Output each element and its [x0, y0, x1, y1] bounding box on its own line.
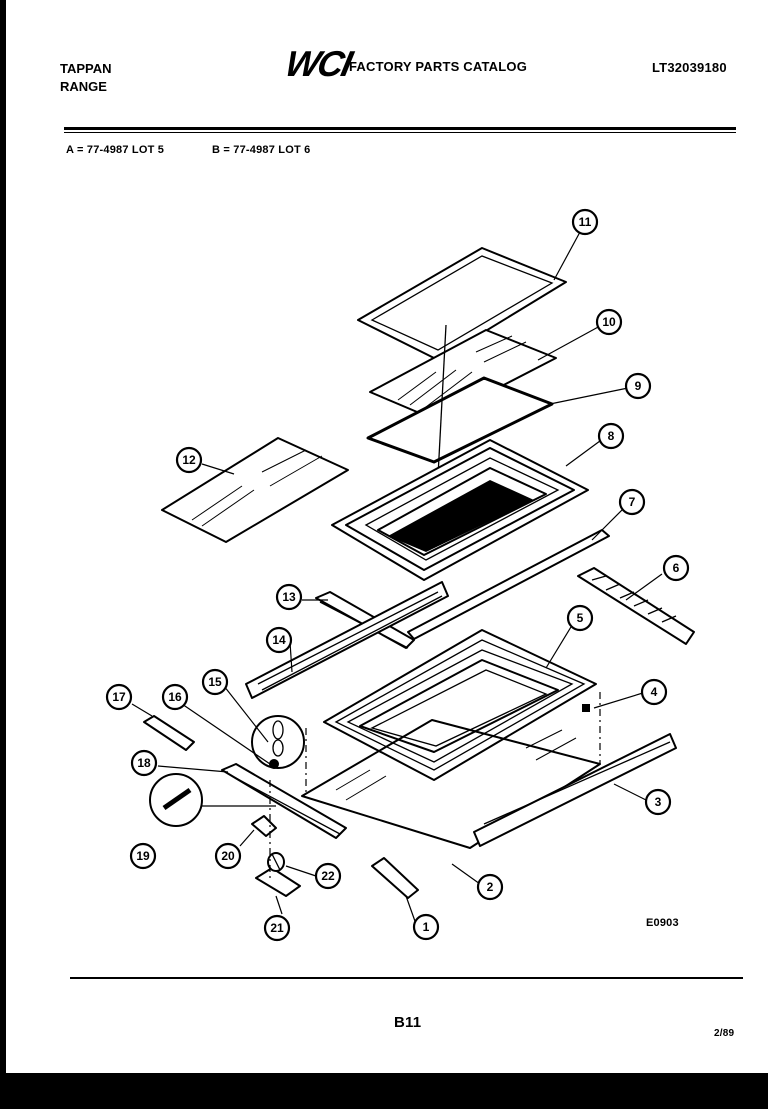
- callout-9: 9: [624, 372, 652, 400]
- part-22-roller: [267, 852, 285, 872]
- catalog-page: TAPPAN RANGE WCI FACTORY PARTS CATALOG L…: [6, 0, 768, 1073]
- part-14-trim: [245, 581, 449, 699]
- part-12-glass: [161, 437, 349, 543]
- svg-text:8: 8: [608, 429, 615, 443]
- svg-text:22: 22: [321, 869, 335, 883]
- svg-text:14: 14: [272, 633, 286, 647]
- svg-text:1: 1: [423, 920, 430, 934]
- callout-5: 5: [566, 604, 594, 632]
- callout-19: 19: [129, 842, 157, 870]
- svg-text:11: 11: [579, 215, 592, 229]
- part-20-block: [251, 815, 277, 837]
- page-number: B11: [394, 1014, 422, 1031]
- callout-7: 7: [618, 488, 646, 516]
- callout-2: 2: [476, 873, 504, 901]
- model-a-label: A = 77-4987 LOT 5: [66, 144, 165, 156]
- part-4-clip: [582, 704, 590, 712]
- part-11-frame: [357, 247, 567, 361]
- svg-text:18: 18: [137, 756, 151, 770]
- svg-text:3: 3: [655, 795, 662, 809]
- callout-11: 11: [571, 208, 599, 236]
- callout-12: 12: [175, 446, 203, 474]
- svg-text:4: 4: [651, 685, 658, 699]
- svg-text:20: 20: [221, 849, 235, 863]
- callout-15: 15: [201, 668, 229, 696]
- part-19-detail: [149, 773, 276, 827]
- callout-16: 16: [161, 683, 189, 711]
- door-liner: [301, 692, 601, 849]
- svg-text:2: 2: [487, 880, 494, 894]
- drawing-code: E0903: [646, 917, 679, 929]
- svg-text:5: 5: [577, 611, 584, 625]
- callout-10: 10: [595, 308, 623, 336]
- svg-text:7: 7: [629, 495, 636, 509]
- header-rule-thin: [64, 132, 736, 133]
- callout-6: 6: [662, 554, 690, 582]
- leader-lines: [131, 231, 663, 925]
- callout-17: 17: [105, 683, 133, 711]
- part-17-bracket: [143, 715, 195, 751]
- part-7-rod: [407, 529, 610, 640]
- brand-block: TAPPAN RANGE: [60, 60, 112, 96]
- svg-text:21: 21: [270, 921, 284, 935]
- callout-22: 22: [314, 862, 342, 890]
- svg-text:16: 16: [168, 690, 182, 704]
- callout-1: 1: [412, 913, 440, 941]
- part-1-bracket: [371, 857, 419, 899]
- catalog-number: LT32039180: [652, 60, 727, 75]
- product-type: RANGE: [60, 79, 107, 94]
- model-b-label: B = 77-4987 LOT 6: [212, 144, 311, 156]
- callout-8: 8: [597, 422, 625, 450]
- part-8-door-panel: [331, 439, 589, 581]
- brand-name: TAPPAN: [60, 61, 112, 76]
- svg-text:17: 17: [112, 690, 126, 704]
- callout-14: 14: [265, 626, 293, 654]
- header-rule: [64, 127, 736, 130]
- part-15-spring: [251, 715, 305, 769]
- exploded-parts-diagram: 1 2 3 4 5 6 7 8: [105, 208, 695, 942]
- part-6-hinge-bar: [577, 567, 695, 645]
- footer-rule: [70, 977, 743, 979]
- svg-text:15: 15: [208, 675, 222, 689]
- part-3-bottom-trim: [473, 733, 677, 847]
- part-21-plate: [255, 867, 301, 897]
- callout-4: 4: [640, 678, 668, 706]
- svg-text:6: 6: [673, 561, 680, 575]
- svg-text:13: 13: [282, 590, 296, 604]
- callout-18: 18: [130, 749, 158, 777]
- svg-text:9: 9: [635, 379, 642, 393]
- part-10-glass: [369, 329, 557, 421]
- callout-20: 20: [214, 842, 242, 870]
- svg-text:12: 12: [182, 453, 196, 467]
- part-18-hinge-bracket: [221, 763, 347, 839]
- callout-13: 13: [275, 583, 303, 611]
- catalog-title: FACTORY PARTS CATALOG: [349, 59, 528, 74]
- callout-3: 3: [644, 788, 672, 816]
- callout-21: 21: [263, 914, 291, 942]
- part-16-pin: [269, 759, 279, 769]
- date-code: 2/89: [714, 1028, 735, 1039]
- svg-text:19: 19: [136, 849, 150, 863]
- svg-text:10: 10: [602, 315, 616, 329]
